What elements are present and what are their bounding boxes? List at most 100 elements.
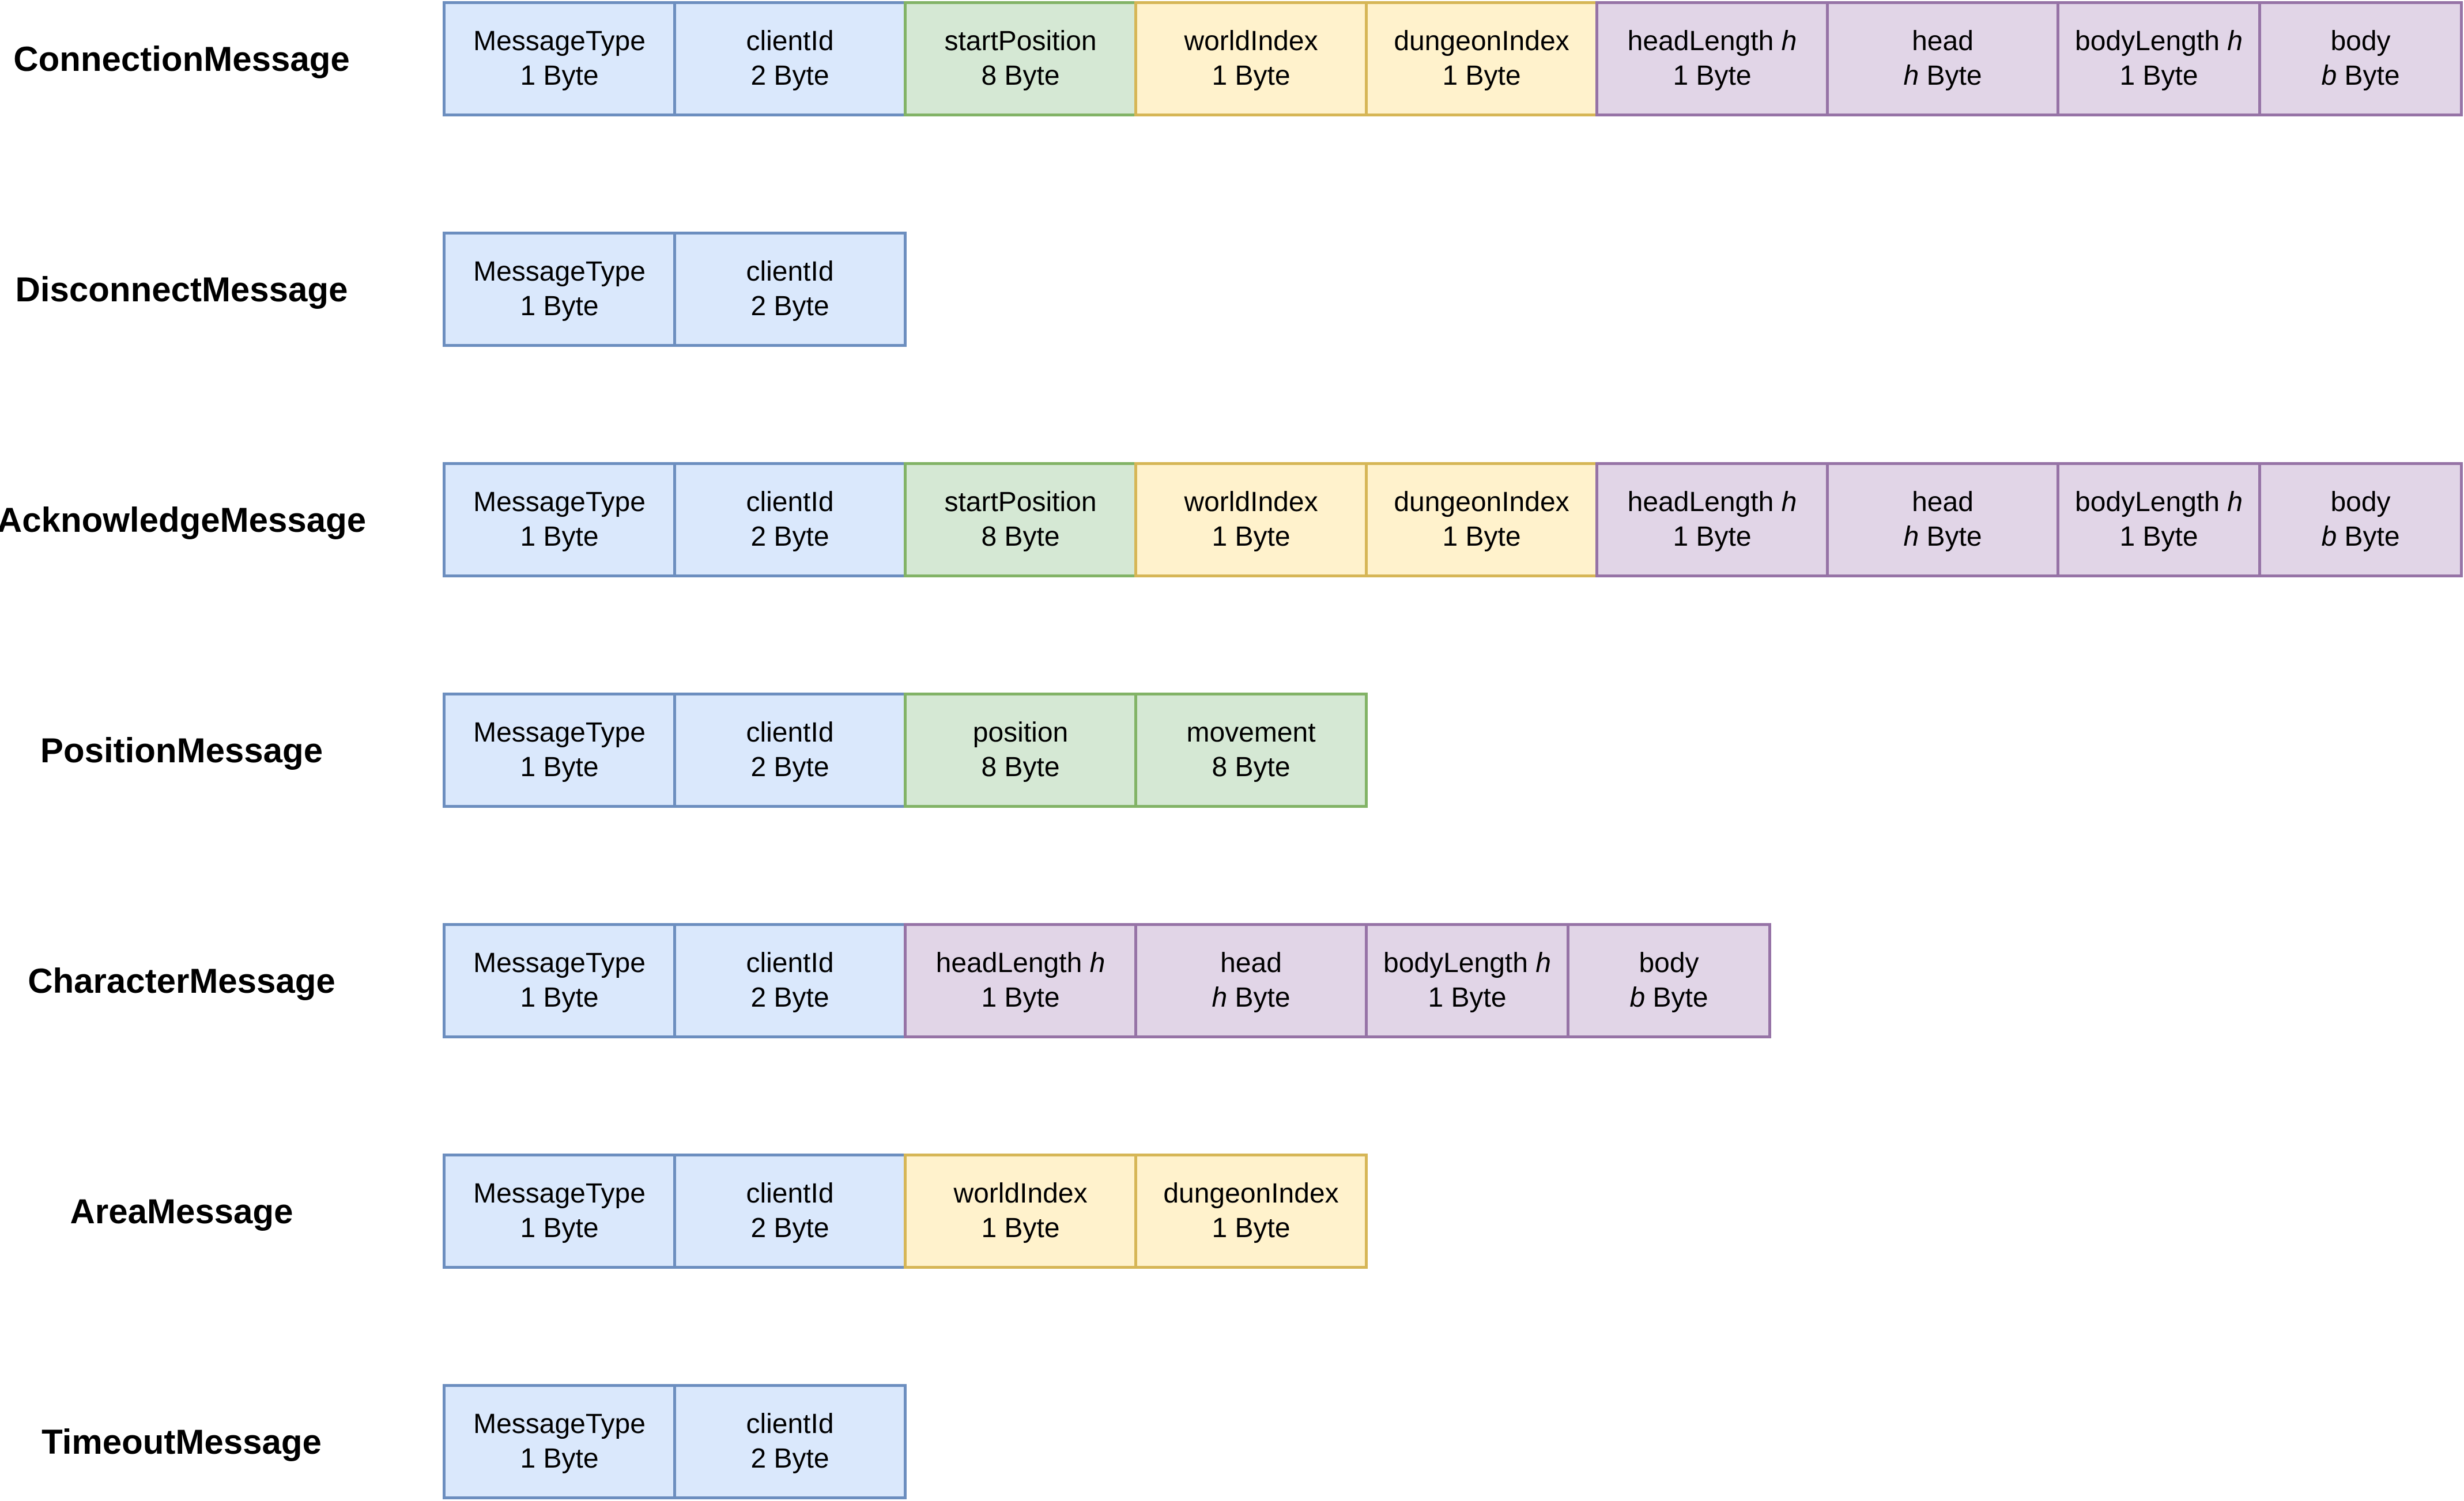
field-size: 1 Byte bbox=[1442, 61, 1521, 91]
field-label: bodyLength h bbox=[2075, 26, 2243, 56]
field-cell: worldIndex 1 Byte bbox=[1134, 462, 1368, 577]
field-label: position bbox=[972, 717, 1069, 748]
field-cell: dungeonIndex 1 Byte bbox=[1134, 1154, 1368, 1269]
field-cell: headLength h 1 Byte bbox=[1595, 462, 1829, 577]
field-cell: startPosition 8 Byte bbox=[904, 462, 1137, 577]
field-label: clientId bbox=[746, 26, 834, 56]
field-cell: clientId 2 Byte bbox=[673, 1384, 907, 1499]
field-size: 1 Byte bbox=[2119, 521, 2198, 552]
field-label: body bbox=[2330, 26, 2391, 56]
field-size: 1 Byte bbox=[1673, 61, 1752, 91]
field-label: clientId bbox=[746, 487, 834, 517]
field-label: startPosition bbox=[944, 26, 1097, 56]
field-label: worldIndex bbox=[1184, 487, 1318, 517]
field-label: MessageType bbox=[473, 26, 646, 56]
message-name: PositionMessage bbox=[40, 731, 323, 770]
field-label: dungeonIndex bbox=[1394, 487, 1569, 517]
message-name: CharacterMessage bbox=[28, 961, 335, 1000]
field-size: 1 Byte bbox=[981, 982, 1060, 1013]
field-cell: dungeonIndex 1 Byte bbox=[1365, 462, 1598, 577]
field-label: MessageType bbox=[473, 717, 646, 748]
field-size: b Byte bbox=[1629, 982, 1708, 1013]
field-size: 1 Byte bbox=[520, 1443, 599, 1474]
field-cell: startPosition 8 Byte bbox=[904, 1, 1137, 116]
field-size: 8 Byte bbox=[1212, 752, 1291, 782]
field-cell: MessageType 1 Byte bbox=[443, 1154, 676, 1269]
field-label: worldIndex bbox=[953, 1178, 1088, 1209]
field-label: clientId bbox=[746, 948, 834, 978]
field-size: 1 Byte bbox=[520, 1213, 599, 1243]
field-label: clientId bbox=[746, 1409, 834, 1439]
field-label: dungeonIndex bbox=[1163, 1178, 1339, 1209]
field-size: 1 Byte bbox=[1442, 521, 1521, 552]
field-cell: head h Byte bbox=[1134, 923, 1368, 1038]
field-size: 1 Byte bbox=[1212, 1213, 1291, 1243]
message-name: TimeoutMessage bbox=[41, 1422, 322, 1461]
field-size: 1 Byte bbox=[1673, 521, 1752, 552]
field-cell: dungeonIndex 1 Byte bbox=[1365, 1, 1598, 116]
field-size: 1 Byte bbox=[1212, 61, 1291, 91]
field-size: 8 Byte bbox=[981, 521, 1060, 552]
field-size: b Byte bbox=[2321, 61, 2400, 91]
field-cell: clientId 2 Byte bbox=[673, 462, 907, 577]
field-size: 1 Byte bbox=[520, 61, 599, 91]
field-label: MessageType bbox=[473, 1178, 646, 1209]
field-cell: MessageType 1 Byte bbox=[443, 232, 676, 347]
field-label: clientId bbox=[746, 256, 834, 287]
field-cell: position 8 Byte bbox=[904, 693, 1137, 808]
field-label: head bbox=[1912, 26, 1974, 56]
field-label: clientId bbox=[746, 717, 834, 748]
field-size: 1 Byte bbox=[520, 291, 599, 322]
field-cell: headLength h 1 Byte bbox=[904, 923, 1137, 1038]
field-cell: clientId 2 Byte bbox=[673, 232, 907, 347]
field-cell: movement 8 Byte bbox=[1134, 693, 1368, 808]
field-cell: MessageType 1 Byte bbox=[443, 1384, 676, 1499]
field-cell: MessageType 1 Byte bbox=[443, 1, 676, 116]
field-size: 2 Byte bbox=[750, 291, 829, 322]
field-label: startPosition bbox=[944, 487, 1097, 517]
field-label: headLength h bbox=[935, 948, 1105, 978]
field-size: 1 Byte bbox=[2119, 61, 2198, 91]
field-label: movement bbox=[1186, 717, 1316, 748]
field-label: head bbox=[1912, 487, 1974, 517]
field-cell: MessageType 1 Byte bbox=[443, 923, 676, 1038]
field-label: body bbox=[2330, 487, 2391, 517]
field-cell: worldIndex 1 Byte bbox=[1134, 1, 1368, 116]
field-cell: head h Byte bbox=[1826, 462, 2059, 577]
field-size: 2 Byte bbox=[750, 1443, 829, 1474]
message-name: AcknowledgeMessage bbox=[0, 500, 367, 539]
field-label: headLength h bbox=[1627, 487, 1797, 517]
field-label: head bbox=[1220, 948, 1282, 978]
field-cell: body b Byte bbox=[1567, 923, 1771, 1038]
field-label: worldIndex bbox=[1184, 26, 1318, 56]
field-label: MessageType bbox=[473, 1409, 646, 1439]
field-cell: body b Byte bbox=[2258, 1, 2463, 116]
field-size: 1 Byte bbox=[1212, 521, 1291, 552]
field-label: dungeonIndex bbox=[1394, 26, 1569, 56]
field-label: MessageType bbox=[473, 256, 646, 287]
field-label: body bbox=[1639, 948, 1699, 978]
field-size: 8 Byte bbox=[981, 752, 1060, 782]
field-size: h Byte bbox=[1903, 521, 1982, 552]
field-label: clientId bbox=[746, 1178, 834, 1209]
message-name: AreaMessage bbox=[70, 1192, 293, 1231]
field-size: 1 Byte bbox=[520, 982, 599, 1013]
field-size: h Byte bbox=[1212, 982, 1291, 1013]
field-label: MessageType bbox=[473, 948, 646, 978]
field-size: 2 Byte bbox=[750, 521, 829, 552]
field-size: 8 Byte bbox=[981, 61, 1060, 91]
field-size: 1 Byte bbox=[520, 521, 599, 552]
message-name: DisconnectMessage bbox=[15, 270, 348, 309]
